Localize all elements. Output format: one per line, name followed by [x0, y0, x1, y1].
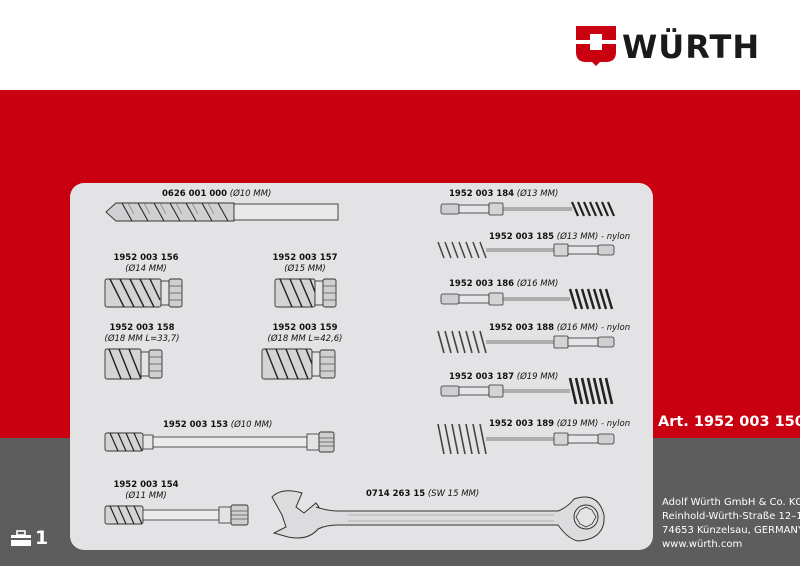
core-bit-18-short-icon	[104, 348, 163, 380]
brush-16-icon	[440, 288, 614, 310]
combination-wrench-icon	[271, 490, 605, 542]
article-number: Art. 1952 003 150	[658, 414, 800, 430]
core-bit-18-long-icon	[261, 348, 336, 380]
layer-number: 1	[35, 527, 49, 549]
tool-label-1952-003-184: 1952 003 184 (Ø13 MM)	[449, 189, 559, 199]
brush-13-icon	[440, 201, 616, 217]
brush-13-nylon-icon	[437, 241, 615, 259]
company-name: Adolf Würth GmbH & Co. KG	[662, 497, 800, 508]
header-band	[0, 0, 800, 90]
brand-name: WÜRTH	[622, 28, 761, 66]
brush-16-nylon-icon	[437, 330, 615, 354]
wurth-logo: WÜRTH	[574, 24, 764, 70]
tool-label-0626-001-000: 0626 001 000 (Ø10 MM)	[162, 189, 272, 199]
brush-19-icon	[440, 377, 614, 405]
company-address: Adolf Würth GmbH & Co. KG Reinhold-Würth…	[662, 496, 800, 552]
tool-label-1952-003-186: 1952 003 186 (Ø16 MM)	[449, 279, 559, 289]
company-website: www.würth.com	[662, 539, 743, 550]
tool-label-1952-003-189: 1952 003 189 (Ø19 MM) - nylon	[489, 419, 631, 429]
wurth-logo-mark-icon	[576, 26, 616, 66]
brush-19-nylon-icon	[437, 423, 615, 455]
layer-indicator: 1	[10, 527, 48, 549]
tool-label-0714-263-15: 0714 263 15 (SW 15 MM)	[366, 489, 480, 499]
tool-label-1952-003-157: 1952 003 157(Ø15 MM)	[272, 253, 338, 274]
tool-label-1952-003-154: 1952 003 154(Ø11 MM)	[113, 480, 179, 501]
tool-label-1952-003-158: 1952 003 158(Ø18 MM L=33,7)	[104, 323, 180, 344]
company-street: Reinhold-Würth-Straße 12–17	[662, 511, 800, 522]
drill-bit-icon	[105, 202, 339, 222]
core-bit-15-icon	[274, 278, 337, 308]
case-layer-icon	[11, 530, 31, 546]
adapter-rod-icon	[104, 504, 249, 526]
company-city: 74653 Künzelsau, GERMANY	[662, 525, 800, 536]
tool-label-1952-003-156: 1952 003 156(Ø14 MM)	[113, 253, 179, 274]
tool-label-1952-003-153: 1952 003 153 (Ø10 MM)	[163, 420, 273, 430]
extension-rod-icon	[104, 431, 335, 453]
tool-label-1952-003-188: 1952 003 188 (Ø16 MM) - nylon	[489, 323, 631, 333]
tool-label-1952-003-185: 1952 003 185 (Ø13 MM) - nylon	[489, 232, 631, 242]
tool-label-1952-003-159: 1952 003 159(Ø18 MM L=42,6)	[267, 323, 343, 344]
tool-label-1952-003-187: 1952 003 187 (Ø19 MM)	[449, 372, 559, 382]
core-bit-14-icon	[104, 278, 183, 308]
